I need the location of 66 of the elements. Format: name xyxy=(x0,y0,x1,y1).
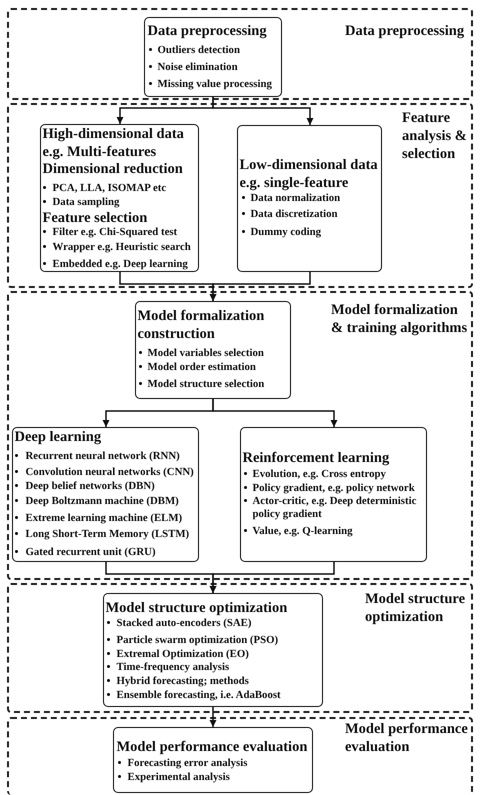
stage-title: Model performance evaluation xyxy=(345,720,469,756)
bullet-item: Noise elimination xyxy=(148,60,238,72)
box-heading: Model structure optimization xyxy=(106,598,288,616)
bullet-item: Wrapper e.g. Heuristic search xyxy=(42,240,191,252)
bullet-item: Ensemble forecasting, i.e. AdaBoost xyxy=(106,688,281,700)
bullet-item: Outliers detection xyxy=(148,44,240,56)
box-heading: Model formalization construction xyxy=(138,306,266,342)
box-heading: Low-dimensional data e.g. single-feature xyxy=(240,156,378,192)
process-box xyxy=(135,301,291,399)
bullet-item: Model variables selection xyxy=(138,346,264,358)
process-box xyxy=(240,427,427,562)
bullet-item: Deep Boltzmann machine (DBM) xyxy=(14,494,179,506)
bullet-item: Forecasting error analysis xyxy=(118,756,248,768)
stage-title: Feature analysis & selection xyxy=(402,109,468,163)
bullet-item: Dummy coding xyxy=(242,226,321,238)
connector-arrow xyxy=(210,707,216,727)
connector-arrow xyxy=(212,97,314,125)
stage-title: Model structure optimization xyxy=(365,590,466,626)
stage-panel xyxy=(7,291,473,580)
bullet-item: Convolution neural networks (CNN) xyxy=(14,466,194,478)
bullet-item: Deep belief networks (DBN) xyxy=(14,480,155,492)
bullet-item: Actor-critic, e.g. Deep deterministic policy gradient xyxy=(244,494,424,520)
box-heading: Model performance evaluation xyxy=(116,738,308,756)
bullet-item: Time-frequency analysis xyxy=(106,660,230,672)
process-box xyxy=(144,17,282,97)
box-heading: Feature selection xyxy=(42,208,148,226)
bullet-item: Particle swarm optimization (PSO) xyxy=(106,634,278,646)
bullet-item: Filter e.g. Chi-Squared test xyxy=(42,226,178,238)
box-heading: High-dimensional data e.g. Multi-features xyxy=(42,124,185,160)
bullet-item: Extreme learning machine (ELM) xyxy=(14,512,182,524)
bullet-item: Evolution, e.g. Cross entropy xyxy=(244,468,386,480)
bullet-item: Missing value processing xyxy=(148,78,272,90)
bullet-item: Embedded e.g. Deep learning xyxy=(42,258,188,270)
stage-panel xyxy=(7,583,473,713)
stage-panel xyxy=(7,717,473,795)
stage-title: Model formalization & training algorithms xyxy=(331,301,468,337)
connector-arrow xyxy=(212,399,338,427)
process-box xyxy=(113,727,313,793)
bullet-item: Recurrent neural network (RNN) xyxy=(14,450,180,462)
stage-title: Data preprocessing xyxy=(345,22,464,40)
bullet-item: Hybrid forecasting; methods xyxy=(106,674,249,686)
bullet-item: Long Short-Term Memory (LSTM) xyxy=(14,528,190,540)
bullet-item: Value, e.g. Q-learning xyxy=(244,524,353,536)
bullet-item: Gated recurrent unit (GRU) xyxy=(14,546,156,558)
bullet-item: Model structure selection xyxy=(138,378,264,390)
box-heading: Deep learning xyxy=(14,428,102,446)
connector-arrow xyxy=(210,272,311,301)
process-box xyxy=(40,124,199,272)
bullet-item: Data normalization xyxy=(242,192,340,204)
bullet-item: Stacked auto-encoders (SAE) xyxy=(106,616,252,628)
process-box xyxy=(103,593,323,707)
bullet-item: Data sampling xyxy=(42,196,120,208)
bullet-item: Data discretization xyxy=(242,208,338,220)
stage-panel xyxy=(7,8,473,100)
bullet-item: Extremal Optimization (EO) xyxy=(106,648,249,660)
process-box xyxy=(12,427,199,562)
bullet-item: PCA, LLA, ISOMAP etc xyxy=(42,182,166,194)
process-box xyxy=(237,125,382,272)
box-heading: Dimensional reduction xyxy=(42,160,183,178)
connector-arrow xyxy=(210,562,335,593)
bullet-item: Experimental analysis xyxy=(118,770,230,782)
bullet-item: Model order estimation xyxy=(138,360,256,372)
stage-panel xyxy=(7,103,473,288)
bullet-item: Policy gradient, e.g. policy network xyxy=(244,482,415,494)
box-heading: Reinforcement learning xyxy=(242,448,390,466)
box-heading: Data preprocessing xyxy=(148,22,267,40)
